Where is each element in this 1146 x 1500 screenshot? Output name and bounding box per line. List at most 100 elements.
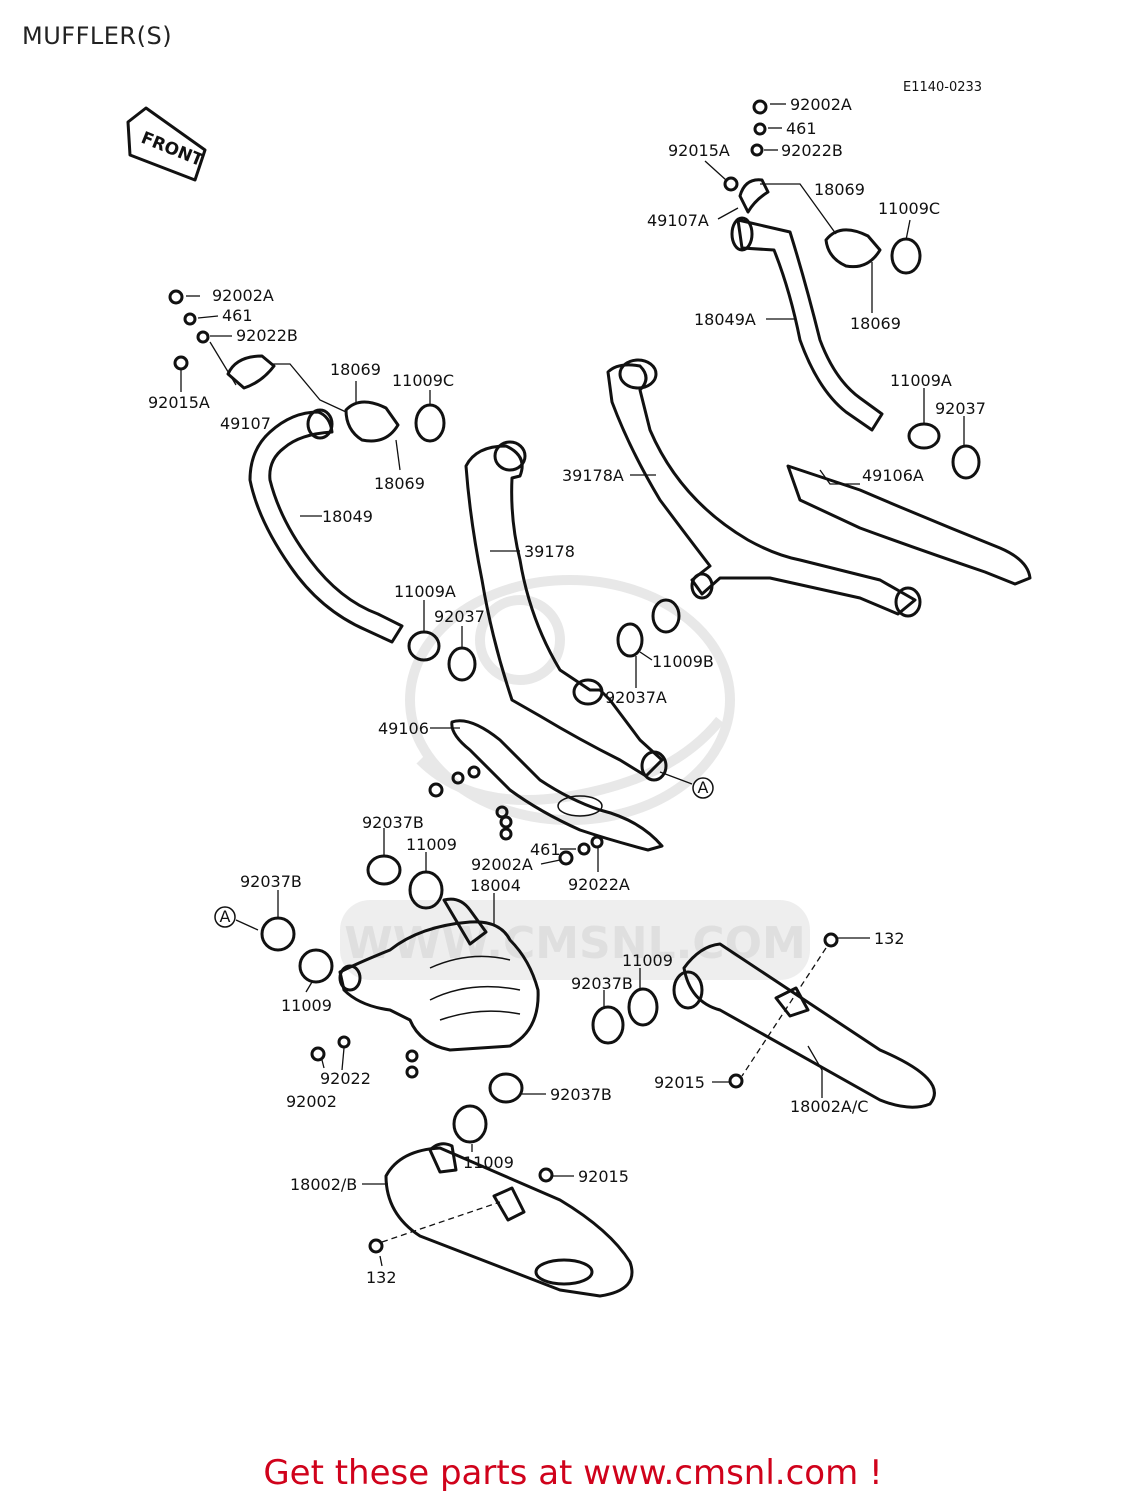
exhaust-pipe-18049-icon <box>248 410 404 644</box>
right-muffler-group <box>591 932 936 1109</box>
gasket-11009C-left-icon <box>414 403 446 443</box>
label-18049A: 18049A <box>694 310 756 329</box>
label-18002AC: 18002A/C <box>790 1097 868 1116</box>
exhaust-pipe-18049A-icon <box>736 218 884 432</box>
label-11009A-right: 11009A <box>890 371 952 390</box>
label-49106: 49106 <box>378 719 429 738</box>
label-18069-right-top: 18069 <box>814 180 865 199</box>
washer-461-center-icon <box>577 842 591 856</box>
label-92037B-bottom: 92037B <box>550 1085 612 1104</box>
label-92022B-right: 92022B <box>781 141 843 160</box>
flange-18069-left-icon <box>344 400 400 443</box>
front-arrow-icon: FRONT <box>126 106 207 182</box>
nut-92015-bottom-icon <box>538 1167 554 1183</box>
label-11009-right: 11009 <box>622 951 673 970</box>
heat-cover-49106A-icon <box>786 464 1032 586</box>
clamp-92037B-bottom-icon <box>488 1072 524 1104</box>
svg-text:A: A <box>220 907 231 926</box>
clamp-92037B-left-icon <box>260 916 296 952</box>
diagram-code: E1140-0233 <box>903 80 983 95</box>
bolt-132-right-icon <box>823 932 839 948</box>
washer-icon <box>467 765 481 779</box>
label-92022A: 92022A <box>568 875 630 894</box>
label-92037B-center: 92037B <box>362 813 424 832</box>
muffler-18002AC-icon <box>682 942 936 1109</box>
label-11009-left: 11009 <box>281 996 332 1015</box>
label-92022: 92022 <box>320 1069 371 1088</box>
nut-92015A-left-icon <box>173 355 189 371</box>
label-92037A: 92037A <box>605 688 667 707</box>
bolt-92002A-icon <box>752 99 768 115</box>
clamp-92037B-icon <box>366 854 402 886</box>
washer-icon <box>451 771 465 785</box>
left-upper-pipe-group <box>168 289 681 852</box>
label-92002: 92002 <box>286 1092 337 1111</box>
label-39178: 39178 <box>524 542 575 561</box>
pre-chamber-18004-icon <box>338 920 540 1052</box>
connection-marker-a-left: A <box>214 906 259 931</box>
gasket-11009C-icon <box>890 237 922 275</box>
sleeve-11009-left-icon <box>298 948 334 984</box>
clamp-92037A-icon <box>616 622 644 658</box>
connection-marker-a-right: A <box>659 771 714 799</box>
nut-92015-right-icon <box>728 1073 744 1089</box>
label-92015-right: 92015 <box>654 1073 705 1092</box>
bracket-49107A-icon <box>738 178 770 214</box>
label-92037B-right: 92037B <box>571 974 633 993</box>
label-92015A-right: 92015A <box>668 141 730 160</box>
washer-92022B-left-icon <box>196 330 210 344</box>
label-92037-left: 92037 <box>434 607 485 626</box>
label-461-right: 461 <box>786 119 817 138</box>
label-461-left: 461 <box>222 306 253 325</box>
bolt-92002A-left-icon <box>168 289 184 305</box>
washer-461-left-icon <box>183 312 197 326</box>
front-label: FRONT <box>138 128 206 171</box>
label-11009-center: 11009 <box>406 835 457 854</box>
label-92002A-center: 92002A <box>471 855 533 874</box>
label-49107A: 49107A <box>647 211 709 230</box>
watermark-text: WWW.CMSNL.COM <box>344 918 806 969</box>
label-92022B-left: 92022B <box>236 326 298 345</box>
label-11009C-left: 11009C <box>392 371 454 390</box>
label-11009B: 11009B <box>652 652 714 671</box>
washer-461-icon <box>753 122 767 136</box>
center-chamber-group <box>260 835 604 1079</box>
sleeve-11009-bottom-icon <box>452 1104 488 1144</box>
bracket-49107-icon <box>226 354 276 390</box>
label-132-right: 132 <box>874 929 905 948</box>
collector-pipe-39178-icon <box>464 444 664 778</box>
label-92037-right: 92037 <box>935 399 986 418</box>
sleeve-11009B-icon <box>651 598 681 634</box>
bottom-muffler-group <box>368 1072 634 1298</box>
bolt-icon <box>428 782 444 798</box>
label-49106A: 49106A <box>862 466 924 485</box>
right-upper-pipe-group <box>606 99 1032 618</box>
label-18069-left-top: 18069 <box>330 360 381 379</box>
washer-icon <box>405 1049 419 1063</box>
label-18002B: 18002/B <box>290 1175 357 1194</box>
page-title: MUFFLER(S) <box>22 22 173 50</box>
label-18069-left-bottom: 18069 <box>374 474 425 493</box>
muffler-exploded-diagram: WWW.CMSNL.COM FRONT <box>126 95 1032 1298</box>
label-92002A-right: 92002A <box>790 95 852 114</box>
bolt-92002-icon <box>310 1046 326 1062</box>
footer-promo[interactable]: Get these parts at www.cmsnl.com ! <box>263 1453 883 1493</box>
label-461-center: 461 <box>530 840 561 859</box>
part-number-labels: 92002A 461 92015A 92022B 18069 11009C 49… <box>148 95 986 1287</box>
sleeve-11009-right-icon <box>627 987 659 1027</box>
label-132-bottom: 132 <box>366 1268 397 1287</box>
flange-18069-icon <box>824 228 882 269</box>
label-49107: 49107 <box>220 414 271 433</box>
bolt-icon <box>405 1065 419 1079</box>
label-18069-right-bottom: 18069 <box>850 314 901 333</box>
label-18004: 18004 <box>470 876 521 895</box>
label-92015-bottom: 92015 <box>578 1167 629 1186</box>
label-39178A: 39178A <box>562 466 624 485</box>
washer-92022B-icon <box>750 143 764 157</box>
label-18049: 18049 <box>322 507 373 526</box>
leader-lines <box>180 103 965 1267</box>
clamp-92037-left-icon <box>447 646 477 682</box>
clamp-92037-icon <box>951 444 981 480</box>
nut-92015A-icon <box>723 176 739 192</box>
label-92002A-left: 92002A <box>212 286 274 305</box>
